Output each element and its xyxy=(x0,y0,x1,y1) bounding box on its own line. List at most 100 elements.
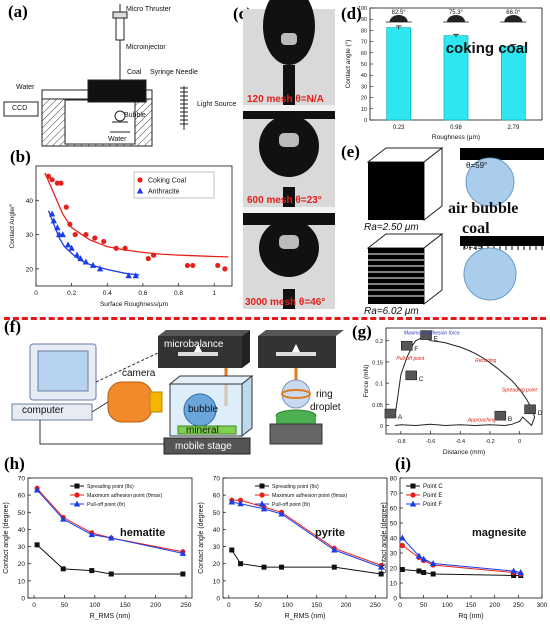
x-tick-label: 200 xyxy=(489,602,500,609)
x-tick-label: 0.4 xyxy=(103,290,112,297)
x-tick-label: 150 xyxy=(311,602,322,609)
y-tick-label: 70 xyxy=(361,40,367,46)
data-point xyxy=(416,568,422,574)
y-axis-label: Force (mN) xyxy=(363,365,370,398)
data-point xyxy=(229,547,235,553)
inset-photo xyxy=(524,404,536,415)
y-tick-label: 30 xyxy=(390,551,398,558)
x-tick-label: 50 xyxy=(420,602,428,609)
contact-angle-label: 66.0° xyxy=(506,10,521,16)
bar xyxy=(386,27,412,121)
y-tick-label: 100 xyxy=(358,6,367,12)
legend-marker xyxy=(409,500,417,507)
label-mineral: mineral xyxy=(186,425,219,436)
legend-label: Point E xyxy=(423,493,442,499)
x-axis-label: Distance (mm) xyxy=(443,449,485,456)
y-tick-label: 30 xyxy=(361,84,367,90)
x-tick-label: 250 xyxy=(180,602,191,609)
panel-label-h: (h) xyxy=(4,454,25,473)
label-water-top: Water xyxy=(16,84,35,91)
y-axis-label: Contact Angle/° xyxy=(8,203,16,248)
data-point xyxy=(72,231,78,238)
y-tick-label: 0.2 xyxy=(375,339,383,345)
contact-angle-label: 82.5° xyxy=(392,10,407,16)
x-tick-label: 0 xyxy=(398,602,402,609)
panel-f-setup-diagram xyxy=(11,330,344,455)
data-point xyxy=(511,573,517,578)
legend-marker xyxy=(259,483,265,489)
data-point xyxy=(145,255,151,262)
y-tick-label: 40 xyxy=(361,73,367,79)
point-label-b: B xyxy=(508,416,512,423)
data-point xyxy=(60,566,66,572)
data-point xyxy=(517,569,524,575)
x-tick-label: 0.6 xyxy=(138,290,147,297)
y-tick-label: 20 xyxy=(26,266,34,273)
legend-label: Spreading point (θs) xyxy=(272,484,319,490)
legend-marker xyxy=(259,492,265,498)
x-tick-label: 150 xyxy=(120,602,131,609)
data-point xyxy=(399,542,405,549)
y-tick-label: 0.1 xyxy=(375,382,383,388)
photo-120-mesh: 120 mesh θ=N/A xyxy=(243,0,335,105)
data-point xyxy=(237,500,244,507)
y-tick-label: 0 xyxy=(216,596,220,603)
x-axis-label: Surface Roughness/μm xyxy=(100,301,168,308)
y-tick-label: 0 xyxy=(364,118,367,124)
data-point xyxy=(96,265,104,272)
force-curve xyxy=(394,338,536,418)
point-label-c: C xyxy=(419,376,424,383)
plot-frame xyxy=(35,165,233,287)
inset-photo xyxy=(494,410,507,421)
series-line xyxy=(231,549,382,575)
data-point xyxy=(49,177,55,183)
ra-6-02-label: Ra=6.02 μm xyxy=(364,306,419,317)
series-line xyxy=(36,489,184,554)
data-point xyxy=(378,571,384,577)
legend-label: Point C xyxy=(423,484,443,490)
data-point xyxy=(228,498,235,505)
inset-photo xyxy=(384,408,397,419)
air-bubble-title: air bubble xyxy=(448,200,519,217)
label-micro-thruster: Micro Thruster xyxy=(126,6,171,13)
x-tick-label: 1 xyxy=(212,290,216,297)
x-tick-label: 200 xyxy=(341,602,352,609)
label-camera: camera xyxy=(122,368,156,379)
data-point xyxy=(108,571,114,577)
data-point xyxy=(113,245,119,251)
panel-e-surface-schematic xyxy=(366,146,544,306)
y-tick-label: 50 xyxy=(213,510,221,517)
data-point xyxy=(510,567,517,574)
y-tick-label: 10 xyxy=(390,581,398,588)
data-point xyxy=(88,531,95,538)
legend-label: Coking Coal xyxy=(148,178,187,185)
y-tick-label: 30 xyxy=(26,232,34,239)
data-point xyxy=(34,542,40,548)
x-tick-label: 0.8 xyxy=(174,290,183,297)
series-line xyxy=(36,544,183,575)
legend-label: Pull-off point (θr) xyxy=(87,502,126,508)
plot-frame xyxy=(385,327,543,435)
y-axis-label: Contact angle (°) xyxy=(344,40,352,89)
inset-photo xyxy=(401,340,413,351)
data-point xyxy=(125,272,132,279)
inset-photo xyxy=(405,370,417,381)
y-tick-label: 0 xyxy=(380,424,383,430)
data-point xyxy=(132,272,139,279)
data-point xyxy=(278,510,285,517)
x-tick-label: 50 xyxy=(61,602,69,609)
data-point xyxy=(33,486,41,493)
y-tick-label: 80 xyxy=(361,28,367,34)
x-tick-label: 0 xyxy=(32,602,36,609)
caption-3000-mesh: 3000 mesh θ=46° xyxy=(245,297,326,308)
legend-marker xyxy=(74,483,80,489)
data-point xyxy=(415,552,423,559)
label-bubble: Bubble xyxy=(124,112,146,119)
y-tick-label: 30 xyxy=(18,544,26,551)
panel-a-apparatus-diagram xyxy=(3,4,188,147)
data-point xyxy=(222,266,228,272)
label-light-source: Light Source xyxy=(197,101,237,108)
caption-600-mesh: 600 mesh θ=23° xyxy=(247,195,322,206)
chart-title: magnesite xyxy=(472,527,526,539)
